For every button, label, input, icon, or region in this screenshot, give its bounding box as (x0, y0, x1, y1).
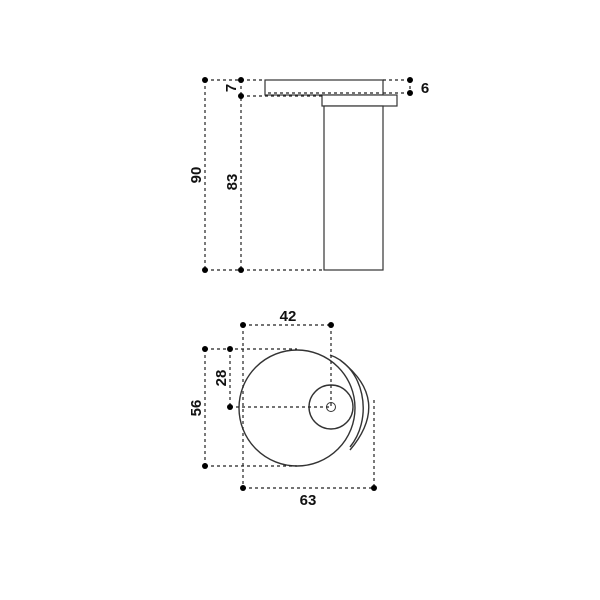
crescent-flange (329, 354, 364, 448)
label-90: 90 (188, 167, 205, 184)
crescent-outer (339, 359, 370, 451)
label-56: 56 (188, 400, 205, 417)
label-63: 63 (300, 492, 317, 509)
flange (321, 94, 398, 107)
label-28: 28 (213, 370, 230, 387)
label-7: 7 (223, 84, 240, 92)
side-view: 90 83 7 6 (188, 77, 429, 273)
top-view: 42 56 28 63 (188, 308, 377, 509)
main-circle (238, 349, 356, 467)
label-42: 42 (280, 308, 297, 325)
label-6: 6 (421, 80, 429, 97)
cylinder-body (323, 105, 384, 271)
label-83: 83 (224, 174, 241, 191)
